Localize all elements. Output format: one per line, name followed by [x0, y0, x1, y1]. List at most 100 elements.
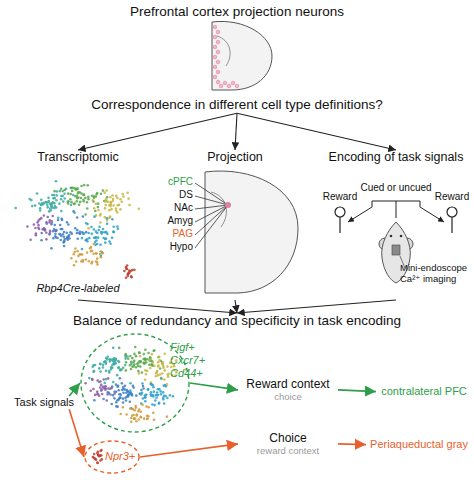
encoding-label: Reward contextchoice: [238, 377, 338, 403]
choice-arrow: [348, 207, 372, 222]
cell-dot: [55, 194, 58, 197]
cell-dot: [122, 195, 125, 198]
cell-dot: [81, 253, 84, 256]
cell-dot: [61, 219, 64, 222]
cell-dot: [82, 215, 85, 218]
cell-dot: [119, 377, 122, 380]
cell-dot: [38, 218, 41, 221]
cell-dot: [95, 230, 98, 233]
cell-dot: [57, 219, 60, 222]
cell-dot: [129, 389, 132, 392]
cell-dot: [161, 362, 164, 365]
neuron-cell: [216, 60, 220, 64]
connector-arrow: [140, 444, 238, 457]
cell-dot: [131, 394, 134, 397]
cell-dot: [118, 203, 121, 206]
leader-line: [195, 196, 228, 205]
cell-dot: [100, 388, 103, 391]
cell-dot: [102, 237, 105, 240]
cell-dot: [108, 209, 111, 212]
cell-dot: [90, 226, 93, 229]
cell-dot: [111, 218, 114, 221]
cell-dot: [146, 418, 149, 421]
cell-dot: [67, 202, 70, 205]
cell-dot: [136, 413, 139, 416]
cell-dot: [99, 370, 102, 373]
cell-dot: [137, 365, 140, 368]
cell-dot: [125, 399, 128, 402]
cell-dot: [49, 207, 52, 210]
cell-dot: [83, 184, 86, 187]
cell-dot: [69, 198, 72, 201]
cell-dot: [112, 231, 115, 234]
endoscope-implant: [392, 245, 400, 255]
cell-dot: [124, 369, 127, 372]
cell-dot: [72, 187, 75, 190]
cell-dot: [117, 228, 120, 231]
cell-dot: [112, 230, 115, 233]
cue-label: Cued or uncued: [356, 182, 436, 194]
cell-dot: [126, 264, 129, 267]
neuron-cell: [216, 50, 220, 54]
cell-dot: [79, 201, 82, 204]
cell-dot: [100, 449, 103, 452]
cell-dot: [31, 205, 34, 208]
cell-dot: [130, 368, 133, 371]
cell-dot: [73, 203, 76, 206]
cell-dot: [105, 189, 108, 192]
cell-dot: [36, 221, 39, 224]
cell-dot: [109, 359, 112, 362]
cell-dot: [115, 401, 118, 404]
cell-dot: [131, 357, 134, 360]
node-text: Npr3+: [105, 450, 139, 463]
cell-dot: [48, 221, 51, 224]
cell-dot: [73, 264, 76, 267]
cell-dot: [118, 393, 121, 396]
cell-dot: [104, 207, 107, 210]
cell-dot: [96, 261, 99, 264]
cell-dot: [60, 210, 63, 213]
cell-dot: [140, 416, 143, 419]
cell-dot: [159, 367, 162, 370]
cell-dot: [67, 200, 70, 203]
cell-dot: [67, 223, 70, 226]
cell-dot: [96, 462, 99, 465]
cell-dot: [61, 190, 64, 193]
cell-dot: [158, 355, 161, 358]
cell-dot: [84, 213, 87, 216]
cell-dot: [100, 256, 103, 259]
neuron-cell: [213, 45, 217, 49]
connector-arrow: [235, 113, 237, 150]
cell-dot: [91, 378, 94, 381]
cell-dot: [144, 378, 147, 381]
leader-line: [195, 205, 228, 235]
cell-dot: [112, 357, 115, 360]
cell-dot: [100, 384, 103, 387]
cell-dot: [74, 227, 77, 230]
cell-dot: [160, 393, 163, 396]
cell-dot: [93, 207, 96, 210]
cell-dot: [143, 362, 146, 365]
cell-dot: [66, 239, 69, 242]
cell-dot: [131, 414, 134, 417]
neuron-cell: [231, 81, 235, 85]
cell-dot: [49, 232, 52, 235]
cell-dot: [113, 397, 116, 400]
neuron-cell: [216, 80, 220, 84]
cell-dot: [88, 377, 91, 380]
cell-dot: [96, 390, 99, 393]
cell-dot: [135, 420, 138, 423]
neuron-cell: [213, 55, 217, 59]
cell-dot: [135, 394, 138, 397]
cell-dot: [89, 389, 92, 392]
cell-dot: [95, 193, 98, 196]
cell-dot: [98, 367, 101, 370]
cell-dot: [125, 267, 128, 270]
cell-dot: [141, 382, 144, 385]
cell-dot: [52, 201, 55, 204]
cell-dot: [159, 373, 162, 376]
cell-dot: [60, 187, 63, 190]
node-text: Task signals: [8, 396, 80, 409]
